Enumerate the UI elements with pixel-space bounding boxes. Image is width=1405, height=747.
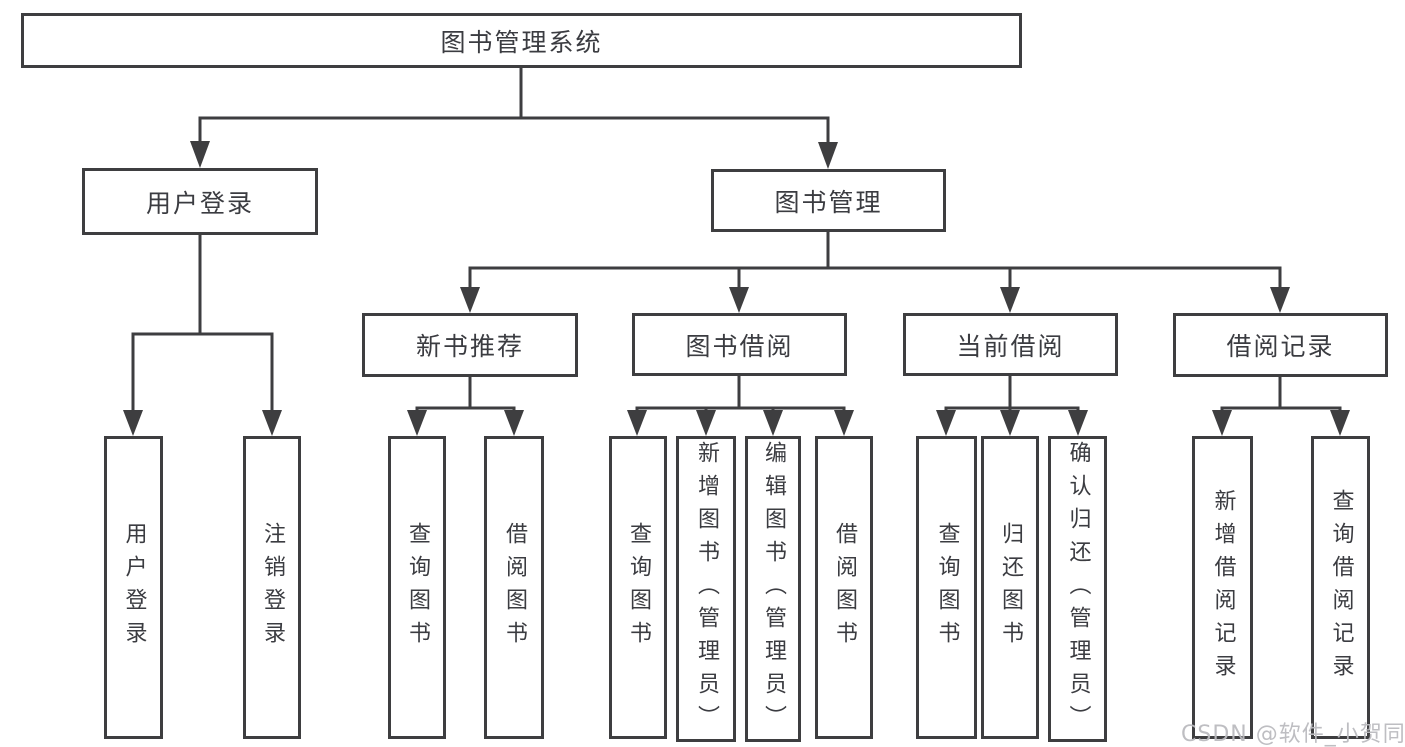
leaf-query-books-recommend: 查询图书 — [388, 436, 446, 739]
node-book-management: 图书管理 — [711, 169, 946, 232]
leaf-query-borrow-record: 查询借阅记录 — [1311, 436, 1370, 739]
leaf-user-login: 用户登录 — [104, 436, 163, 739]
node-book-borrow: 图书借阅 — [632, 313, 847, 376]
node-label: 新书推荐 — [415, 332, 524, 361]
node-label: 借阅图书 — [832, 521, 857, 654]
node-label: 用户登录 — [121, 521, 147, 654]
node-label: 借阅图书 — [502, 521, 527, 654]
node-label: 查询借阅记录 — [1328, 488, 1354, 687]
node-label: 查询图书 — [934, 521, 960, 654]
leaf-return-book: 归还图书 — [981, 436, 1039, 739]
leaf-query-books-borrow: 查询图书 — [609, 436, 667, 739]
node-label: 编辑图书（管理员） — [761, 440, 786, 738]
leaf-logout: 注销登录 — [243, 436, 301, 739]
leaf-add-borrow-record: 新增借阅记录 — [1192, 436, 1253, 739]
node-label: 归还图书 — [998, 521, 1023, 654]
leaf-query-books-current: 查询图书 — [916, 436, 977, 739]
node-label: 新增图书（管理员） — [694, 440, 719, 738]
node-label: 查询图书 — [405, 521, 430, 654]
node-label: 图书借阅 — [685, 331, 794, 361]
node-current-borrow: 当前借阅 — [903, 313, 1118, 376]
leaf-edit-book-admin: 编辑图书（管理员） — [745, 436, 801, 742]
node-label: 查询图书 — [626, 521, 651, 654]
node-label: 图书管理 — [774, 187, 883, 217]
node-label: 图书管理系统 — [440, 27, 603, 57]
leaf-borrow-books-recommend: 借阅图书 — [484, 436, 544, 739]
node-label: 借阅记录 — [1226, 332, 1335, 361]
node-borrow-records: 借阅记录 — [1173, 313, 1388, 377]
node-label: 注销登录 — [260, 521, 285, 654]
node-label: 新增借阅记录 — [1210, 488, 1236, 687]
node-library-management-system: 图书管理系统 — [21, 13, 1022, 68]
leaf-add-book-admin: 新增图书（管理员） — [676, 436, 736, 742]
node-label: 用户登录 — [145, 188, 254, 218]
leaf-borrow-books: 借阅图书 — [815, 436, 873, 739]
node-new-book-recommend: 新书推荐 — [362, 313, 578, 377]
node-user-login: 用户登录 — [82, 168, 318, 235]
leaf-confirm-return-admin: 确认归还（管理员） — [1048, 436, 1107, 742]
watermark: CSDN @软件_小贺同学 — [1181, 722, 1405, 747]
node-label: 确认归还（管理员） — [1065, 440, 1091, 738]
node-label: 当前借阅 — [956, 331, 1065, 361]
